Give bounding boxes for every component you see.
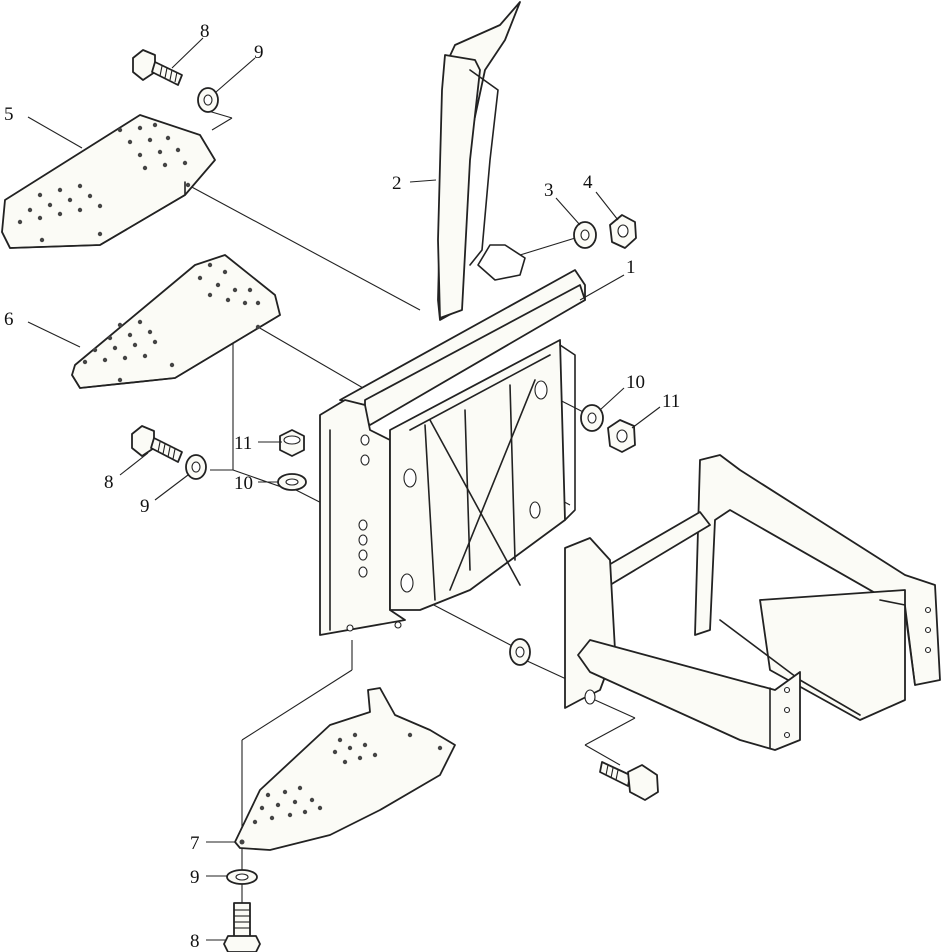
callout-8-middle: 8 — [104, 472, 114, 493]
washer-3 — [573, 221, 597, 249]
nut-11-right — [607, 419, 636, 453]
callout-9-middle: 9 — [140, 496, 150, 517]
washer-10-right — [580, 404, 604, 432]
callout-2: 2 — [392, 173, 402, 194]
nut-4 — [609, 214, 637, 249]
washer-9-bottom — [226, 869, 258, 885]
callout-5: 5 — [4, 104, 14, 125]
callout-leaders — [27, 37, 661, 941]
callout-9-top: 9 — [254, 42, 264, 63]
callouts: 5 6 8 9 2 3 4 1 10 11 11 10 8 9 7 9 8 — [4, 21, 680, 952]
bolt-lower-right — [599, 761, 659, 801]
part-6-step-plate — [71, 254, 281, 389]
callout-10-right: 10 — [626, 372, 645, 393]
callout-7: 7 — [190, 833, 200, 854]
bolt-8-middle — [131, 425, 183, 463]
washer-9-top — [197, 87, 219, 113]
part-7-step-plate — [234, 687, 456, 851]
part-5-step-plate — [1, 114, 216, 249]
bolt-8-top — [132, 49, 183, 86]
callout-8-top: 8 — [200, 21, 210, 42]
guard-assembly — [564, 454, 941, 751]
fasteners — [131, 49, 659, 952]
callout-1: 1 — [626, 257, 636, 278]
nut-11-center — [279, 429, 305, 457]
bolt-8-bottom — [223, 902, 261, 952]
part-2-bracket — [437, 1, 526, 321]
washer-10-center — [277, 473, 307, 491]
callout-8-bottom: 8 — [190, 931, 200, 952]
washer-9-middle — [185, 454, 207, 480]
callout-6: 6 — [4, 309, 14, 330]
callout-4: 4 — [583, 172, 593, 193]
callout-10-center: 10 — [234, 473, 253, 494]
callout-3: 3 — [544, 180, 554, 201]
callout-11-center: 11 — [234, 433, 252, 454]
callout-11-right: 11 — [662, 391, 680, 412]
callout-9-bottom: 9 — [190, 867, 200, 888]
washer-lower — [509, 638, 531, 666]
part-1-frame — [319, 269, 586, 636]
